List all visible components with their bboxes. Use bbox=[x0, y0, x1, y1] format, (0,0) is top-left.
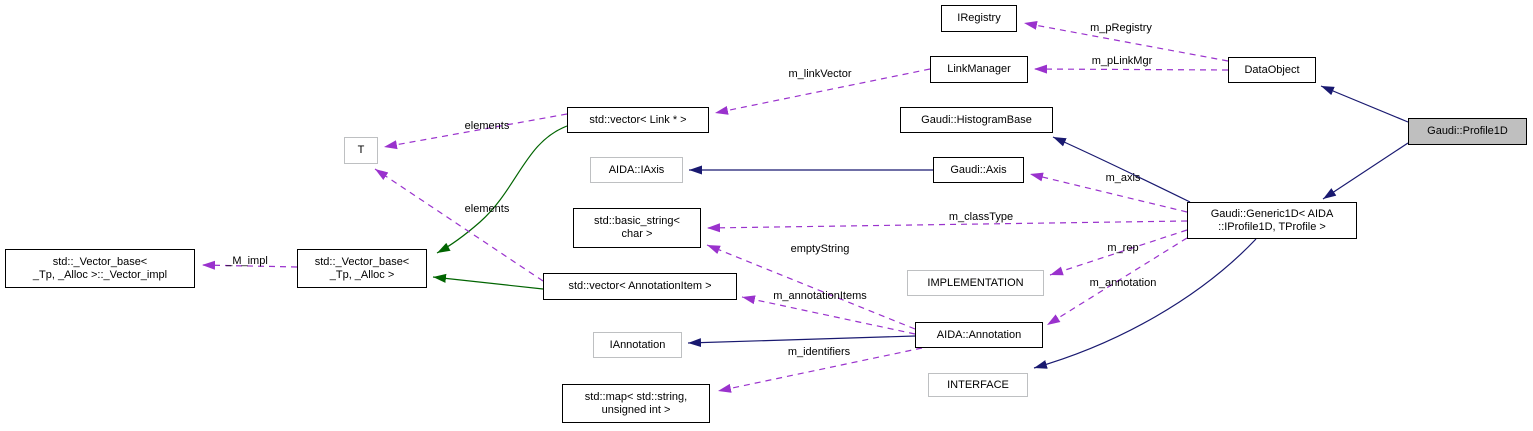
edge-annotation-to-iannotation bbox=[687, 335, 916, 348]
node-std-vector-base[interactable]: std::_Vector_base< _Tp, _Alloc > bbox=[297, 249, 427, 288]
edge-m-classtype bbox=[706, 220, 1188, 233]
node-std-vector-link[interactable]: std::vector< Link * > bbox=[567, 107, 709, 133]
edge-m-impl bbox=[201, 260, 298, 270]
node-gaudi-axis[interactable]: Gaudi::Axis bbox=[933, 157, 1024, 183]
edge-m-pregistry bbox=[1023, 20, 1229, 62]
edge-label-m-plinkmgr: m_pLinkMgr bbox=[1091, 55, 1153, 67]
node-t: T bbox=[344, 137, 378, 164]
node-gaudi-profile1d: Gaudi::Profile1D bbox=[1408, 118, 1527, 145]
node-gaudi-histogrambase[interactable]: Gaudi::HistogramBase bbox=[900, 107, 1053, 133]
edge-label-m-rep: m_rep bbox=[1107, 242, 1139, 254]
node-linkmanager[interactable]: LinkManager bbox=[930, 56, 1028, 83]
edge-m-linkvector bbox=[714, 68, 931, 115]
edge-vectorannotation-to-vectorbase bbox=[432, 273, 544, 290]
edge-label-m-linkvector: m_linkVector bbox=[788, 68, 852, 80]
edge-label-elements-top: elements bbox=[464, 120, 510, 132]
edge-generic1d-to-interface bbox=[1033, 238, 1257, 369]
edge-generic1d-to-histogrambase bbox=[1052, 136, 1191, 203]
node-iregistry[interactable]: IRegistry bbox=[941, 5, 1017, 32]
node-interface: INTERFACE bbox=[928, 373, 1028, 397]
node-std-basic-string[interactable]: std::basic_string< char > bbox=[573, 208, 701, 248]
edge-m-annotationitems bbox=[741, 295, 916, 335]
edge-label-m-annotationitems: m_annotationItems bbox=[773, 290, 867, 302]
edge-label-m-identifiers: m_identifiers bbox=[787, 346, 851, 358]
edge-label-m-classtype: m_classType bbox=[948, 211, 1014, 223]
edge-label-emptystring: emptyString bbox=[790, 243, 850, 255]
edge-m-axis bbox=[1029, 172, 1188, 213]
edge-label-elements-bottom: elements bbox=[464, 203, 510, 215]
edge-emptystring bbox=[706, 244, 916, 330]
edge-label-m-pregistry: m_pRegistry bbox=[1090, 22, 1152, 34]
node-iannotation: IAnnotation bbox=[593, 332, 682, 358]
node-implementation: IMPLEMENTATION bbox=[907, 270, 1044, 296]
edge-vectorlink-to-vectorbase bbox=[436, 125, 568, 254]
edge-label-m-annotation: m_annotation bbox=[1089, 277, 1157, 289]
node-gaudi-generic1d[interactable]: Gaudi::Generic1D< AIDA ::IProfile1D, TPr… bbox=[1187, 202, 1357, 239]
edge-m-annotation bbox=[1046, 237, 1188, 326]
edge-m-plinkmgr bbox=[1033, 64, 1229, 74]
node-aida-annotation[interactable]: AIDA::Annotation bbox=[915, 322, 1043, 348]
edge-label-m-axis: m_axis bbox=[1105, 172, 1141, 184]
node-aida-iaxis: AIDA::IAxis bbox=[590, 157, 683, 183]
edge-label-m-impl: _M_impl bbox=[226, 255, 268, 267]
edge-elements-bottom bbox=[374, 168, 544, 282]
node-std-vector-base-vector-impl[interactable]: std::_Vector_base< _Tp, _Alloc >::_Vecto… bbox=[5, 249, 195, 288]
edge-profile1d-to-generic1d bbox=[1322, 142, 1409, 200]
edge-profile1d-to-dataobject bbox=[1320, 85, 1409, 123]
edge-m-rep bbox=[1049, 229, 1188, 276]
edge-elements-top bbox=[383, 113, 568, 150]
node-std-map[interactable]: std::map< std::string, unsigned int > bbox=[562, 384, 710, 423]
node-std-vector-annotationitem[interactable]: std::vector< AnnotationItem > bbox=[543, 273, 737, 300]
edge-m-identifiers bbox=[717, 347, 923, 393]
node-dataobject[interactable]: DataObject bbox=[1228, 57, 1316, 83]
